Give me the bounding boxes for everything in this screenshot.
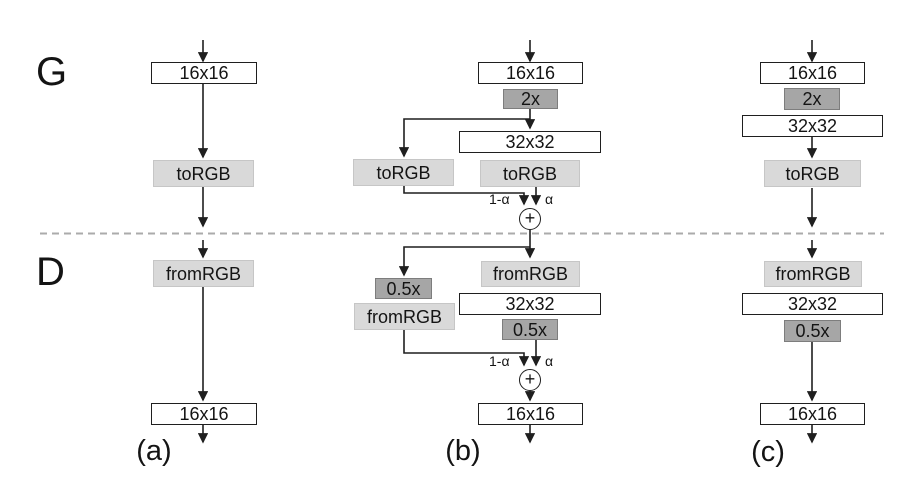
generator-section-label: G: [36, 50, 68, 94]
col-b-g-torgb-old-box: toRGB: [353, 159, 454, 186]
col-c-d-fromrgb-box: fromRGB: [764, 261, 862, 287]
col-c-d-res32-box: 32x32: [742, 293, 883, 315]
discriminator-section-label: D: [36, 250, 65, 294]
col-b-g-weight-old-label: 1-α: [489, 191, 510, 207]
col-b-d-res32-box: 32x32: [459, 293, 601, 315]
col-c-g-res32-box: 32x32: [742, 115, 883, 137]
col-c-d-downsample-box: 0.5x: [784, 320, 841, 342]
col-c-d-output-box: 16x16: [760, 403, 865, 425]
col-b-d-downsample-old-box: 0.5x: [375, 278, 432, 299]
col-b-d-fromrgb-old-box: fromRGB: [354, 303, 455, 330]
col-b-caption: (b): [445, 435, 481, 467]
col-c-g-upsample-box: 2x: [784, 88, 840, 110]
col-b-g-sum-node: +: [519, 208, 541, 230]
plus-icon: +: [524, 208, 536, 228]
col-a-d-output-box: 16x16: [151, 403, 257, 425]
col-a-g-torgb-box: toRGB: [153, 160, 254, 187]
col-b-d-weight-old-label: 1-α: [489, 353, 510, 369]
col-b-g-input-box: 16x16: [478, 62, 583, 84]
col-b-g-upsample-box: 2x: [503, 89, 558, 109]
col-b-d-fromrgb-new-box: fromRGB: [481, 261, 580, 287]
col-c-caption: (c): [751, 436, 785, 468]
col-a-caption: (a): [136, 435, 172, 467]
col-c-g-torgb-box: toRGB: [764, 160, 861, 187]
col-a-g-input-box: 16x16: [151, 62, 257, 84]
col-c-g-input-box: 16x16: [760, 62, 865, 84]
col-b-g-weight-new-label: α: [545, 191, 554, 207]
col-b-d-weight-new-label: α: [545, 353, 554, 369]
col-b-d-downsample-new-box: 0.5x: [502, 319, 558, 340]
col-b-d-sum-node: +: [519, 369, 541, 391]
col-b-d-output-box: 16x16: [478, 403, 583, 425]
plus-icon: +: [524, 369, 536, 389]
col-b-g-res32-box: 32x32: [459, 131, 601, 153]
col-a-d-fromrgb-box: fromRGB: [153, 260, 254, 287]
col-b-g-torgb-new-box: toRGB: [480, 160, 580, 187]
